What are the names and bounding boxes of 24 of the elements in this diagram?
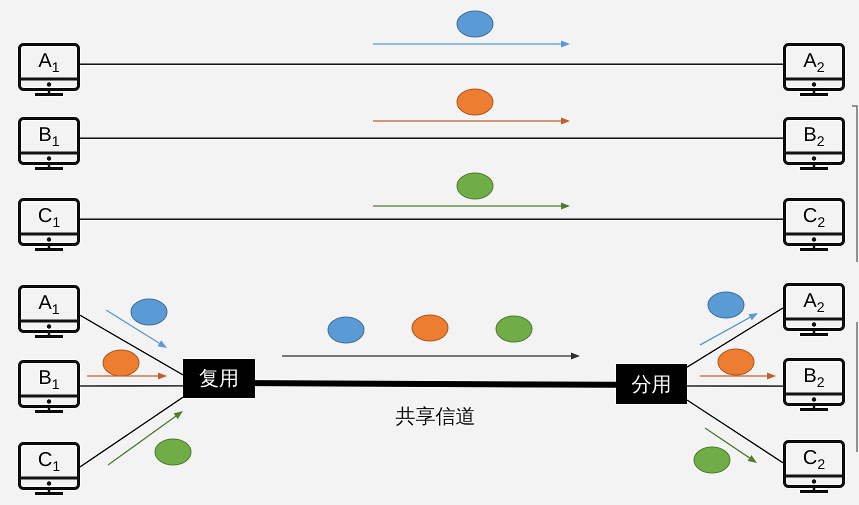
node-label: C$_{2}$ (802, 446, 826, 471)
connector-line (686, 307, 784, 368)
node-label: A$_{1}$ (37, 49, 61, 74)
node-label: C$_{2}$ (802, 204, 826, 229)
connector-line (80, 64, 783, 65)
thick-connector (254, 380, 616, 388)
node-label: A$_{1}$ (37, 291, 61, 316)
connector-line (687, 385, 783, 387)
node-label: A$_{2}$ (802, 289, 826, 314)
node-label: C$_{1}$ (36, 204, 62, 229)
connector-line (80, 385, 183, 387)
node-label: A$_{2}$ (802, 49, 826, 74)
node-label: C$_{1}$ (36, 448, 62, 473)
node-label: B$_{1}$ (37, 366, 61, 391)
node-label: B$_{2}$ (802, 364, 826, 389)
connector-line (686, 399, 784, 464)
connector-line (80, 138, 783, 139)
process-box: 分用 (616, 364, 687, 404)
node-label: B$_{2}$ (802, 123, 826, 148)
process-box: 复用 (183, 359, 255, 398)
connector-line (80, 396, 184, 468)
connector-line (80, 314, 184, 376)
connector-line (80, 218, 783, 220)
node-label: B$_{1}$ (37, 123, 61, 148)
